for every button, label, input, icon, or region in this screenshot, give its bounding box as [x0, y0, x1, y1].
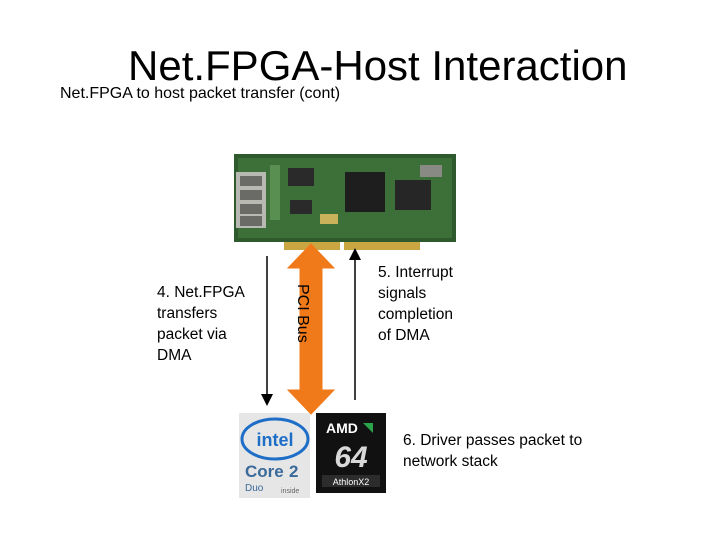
amd-athlon-logo: AMD 64 AthlonX2 [316, 413, 386, 493]
svg-text:Duo: Duo [245, 483, 264, 494]
step6-text: 6. Driver passes packet to network stack [403, 432, 583, 470]
svg-text:intel: intel [256, 430, 293, 450]
netfpga-board-image [234, 154, 456, 250]
slide-subtitle: Net.FPGA to host packet transfer (cont) [60, 85, 341, 102]
pci-bus-arrow [286, 243, 336, 415]
svg-text:AthlonX2: AthlonX2 [333, 477, 370, 487]
pci-bus-label: PCI Bus [294, 284, 311, 343]
step5-text: 5. Interrupt signals completion of DMA [378, 264, 453, 344]
slide-title: Net.FPGA-Host Interaction [128, 42, 628, 89]
step4-text: 4. Net.FPGA transfers packet via DMA [157, 284, 245, 364]
svg-text:2: 2 [289, 462, 298, 481]
svg-text:64: 64 [334, 441, 368, 474]
svg-text:Core: Core [245, 462, 284, 481]
intel-core2-logo: intel Core 2 Duo inside [239, 413, 310, 498]
svg-text:AMD: AMD [326, 420, 358, 436]
svg-text:inside: inside [281, 488, 299, 495]
